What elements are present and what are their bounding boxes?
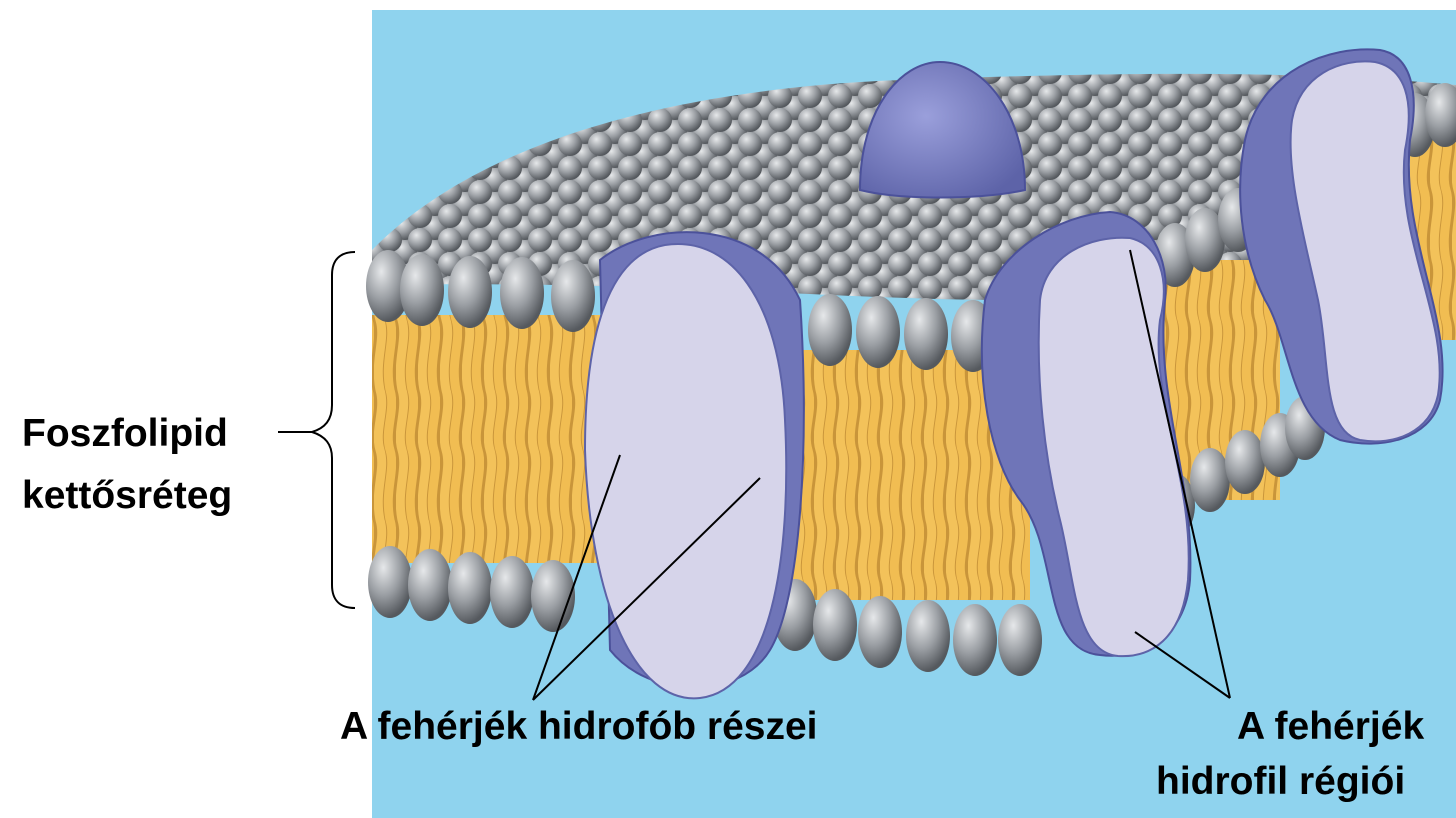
protein-left: [585, 232, 804, 698]
lipid-tails-left-upper: [372, 315, 602, 433]
lipid-tails-left-lower: [372, 433, 602, 563]
hydrophilic-label-line2: hidrofil régiói: [1156, 758, 1405, 806]
bilayer-label-line2: kettősréteg: [22, 472, 232, 520]
hydrophobic-label: A fehérjék hidrofób részei: [340, 703, 818, 751]
hydrophilic-label-line1: A fehérjék: [1237, 703, 1424, 751]
bilayer-label-line1: Foszfolipid: [22, 410, 228, 458]
lipid-tails-middle-lower: [790, 475, 1030, 600]
bilayer-bracket: [312, 252, 355, 608]
